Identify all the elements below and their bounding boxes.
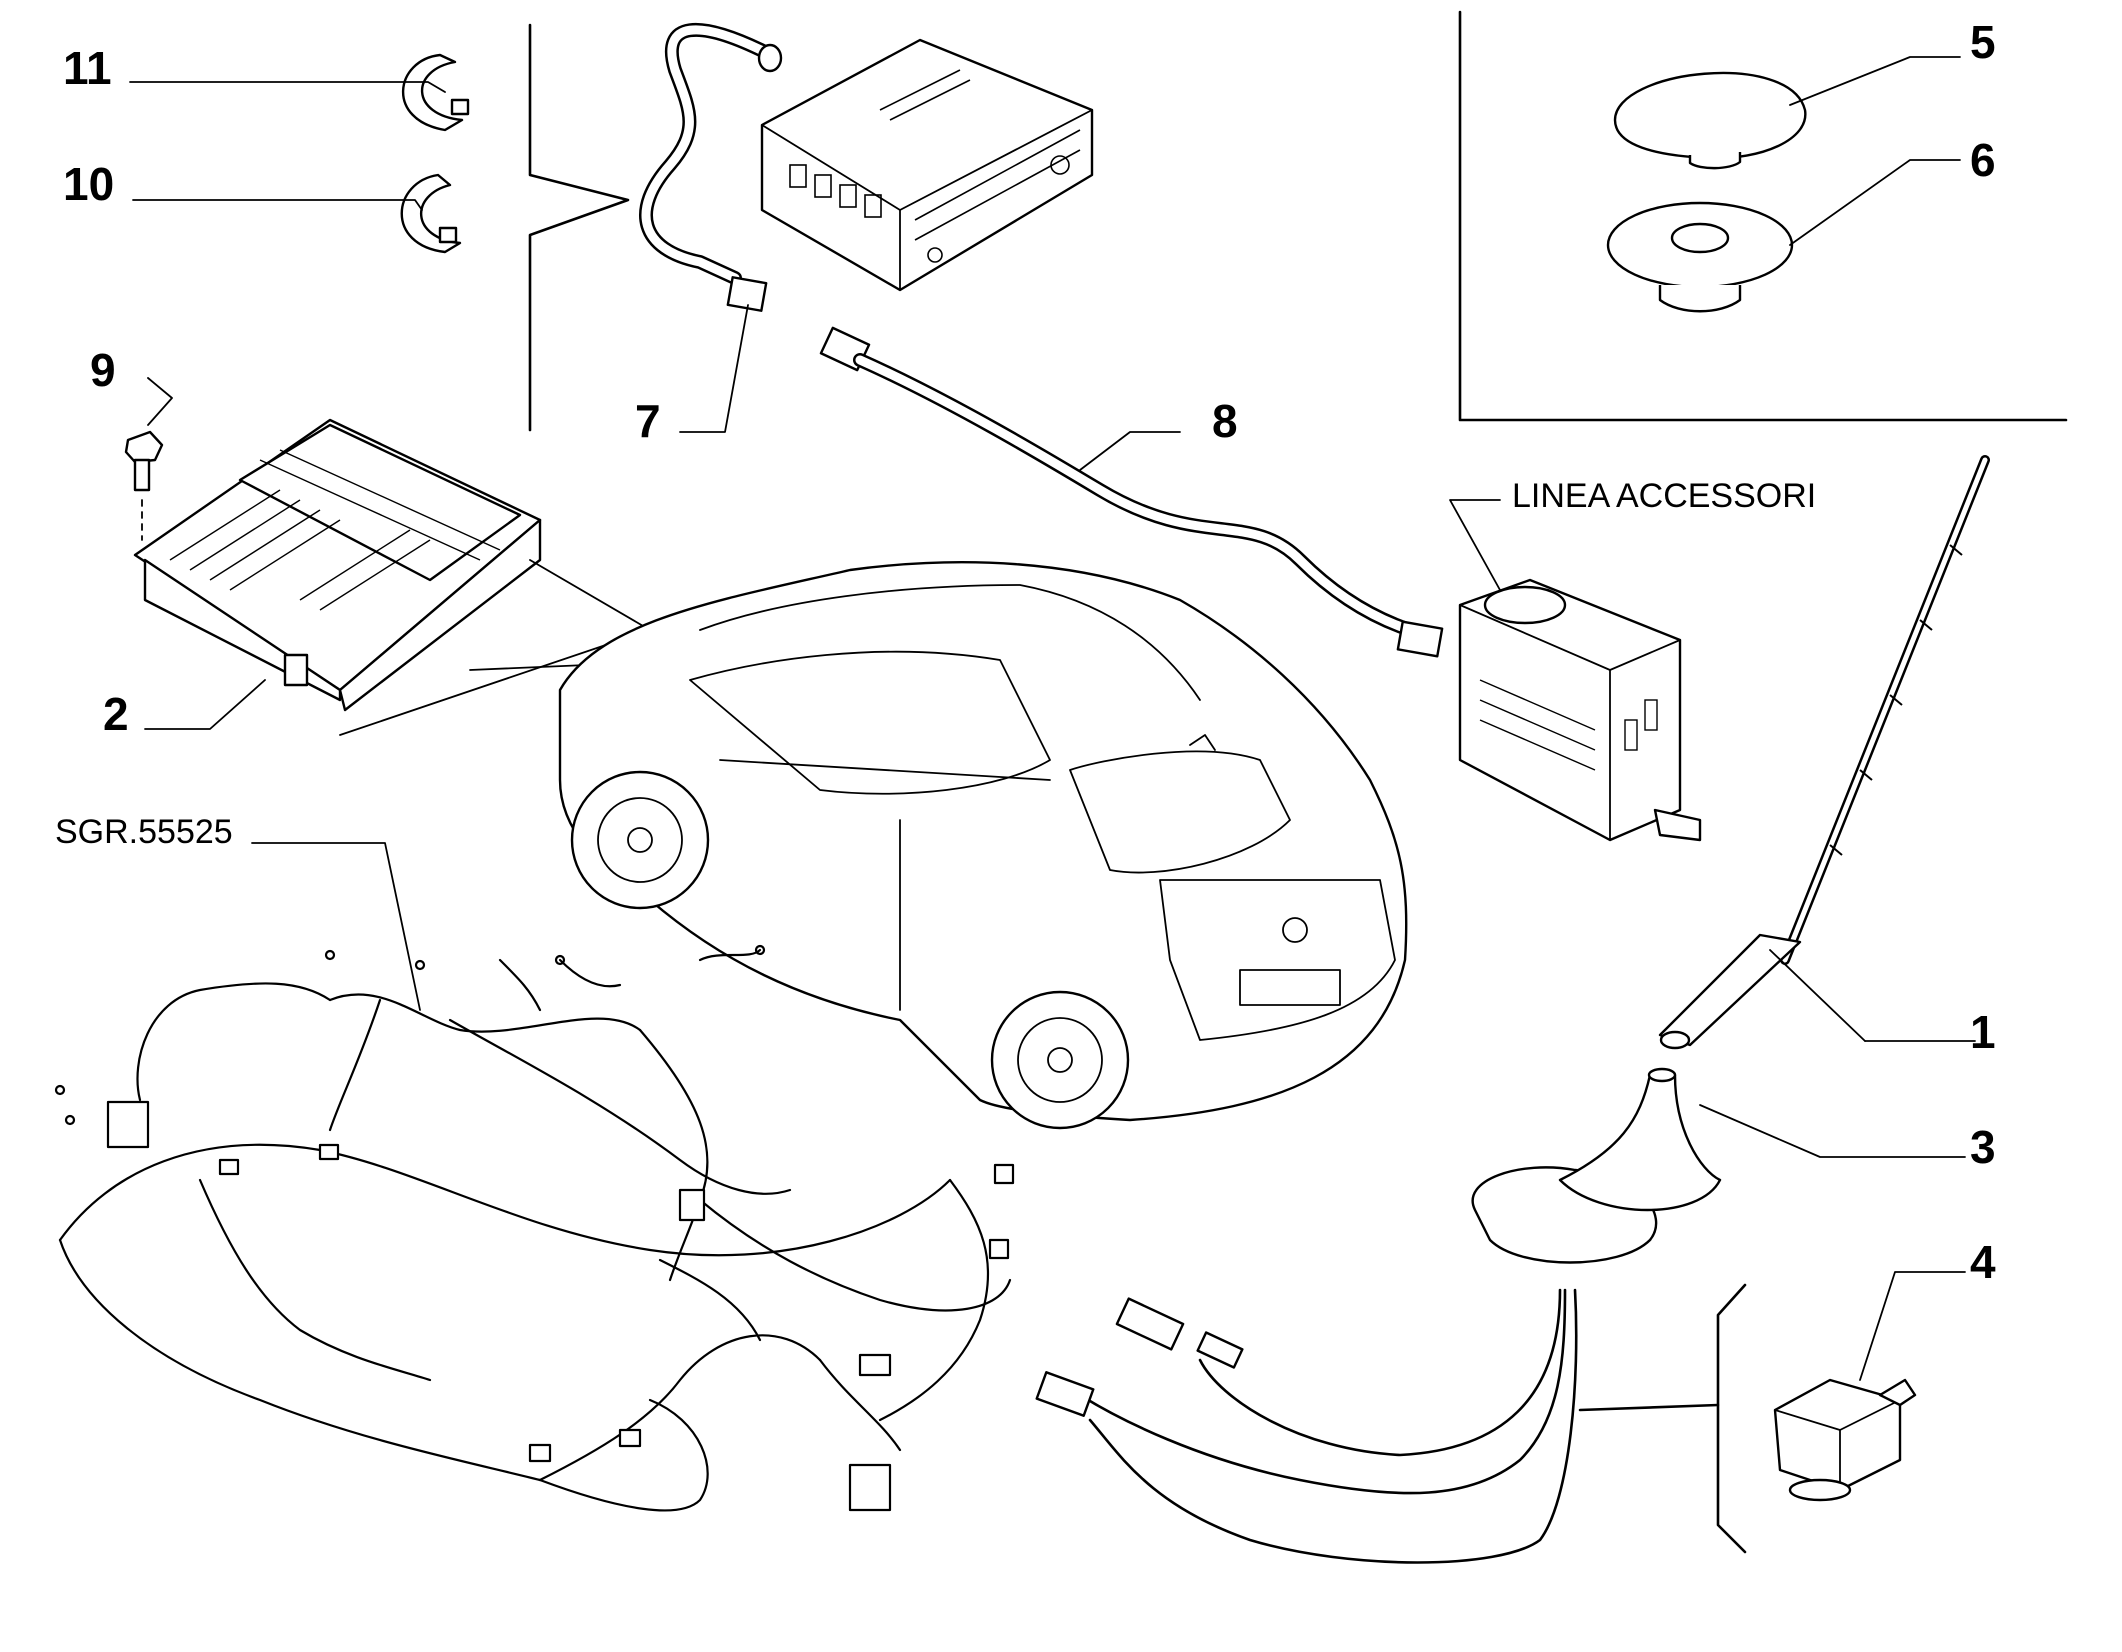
- car-body: [558, 561, 1408, 1130]
- module-2: [133, 418, 542, 712]
- accessory-unit: [1458, 578, 1702, 842]
- cap-5: [1613, 71, 1807, 170]
- clip-11: [402, 53, 470, 132]
- callout-labels: 11 10 9 2 7 8 5 6 1 3 4 LINEA ACCESSORI …: [55, 16, 1996, 1288]
- callout-8: 8: [1212, 395, 1238, 447]
- callout-2: 2: [103, 688, 129, 740]
- callout-10: 10: [63, 158, 114, 210]
- callout-1: 1: [1970, 1006, 1996, 1058]
- connector-4: [1773, 1378, 1917, 1502]
- bolt-9: [124, 430, 164, 541]
- callout-9: 9: [90, 344, 116, 396]
- antenna-mast-1: [1658, 455, 1990, 1050]
- callout-4: 4: [1970, 1236, 1996, 1288]
- callout-5: 5: [1970, 16, 1996, 68]
- cable-7: [639, 22, 783, 312]
- wiring-harness: [54, 944, 1015, 1512]
- clip-10: [400, 173, 462, 254]
- leader-lines: [129, 56, 1976, 1381]
- antenna-base-3: [1035, 1067, 1722, 1564]
- callout-7: 7: [635, 395, 661, 447]
- radio-unit: [760, 38, 1094, 292]
- callout-3: 3: [1970, 1121, 1996, 1173]
- harness-ref-label: SGR.55525: [55, 813, 233, 851]
- frame-lines: [528, 10, 2068, 1554]
- accessory-line-label: LINEA ACCESSORI: [1512, 477, 1816, 515]
- cable-8: [819, 326, 1444, 658]
- callout-11: 11: [63, 42, 112, 94]
- callout-6: 6: [1970, 134, 1996, 186]
- grommet-6: [1606, 201, 1794, 313]
